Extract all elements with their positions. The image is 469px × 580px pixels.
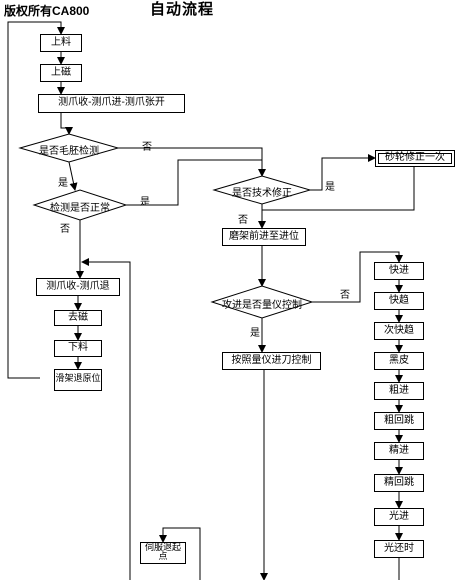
box-unload-material: 下料 [54, 340, 102, 357]
decision-check-normal-text: 检测是否正常 [50, 203, 110, 214]
conn-check-yes [125, 159, 262, 206]
decision-rough-check [18, 133, 120, 163]
step-box-10: 光还时 [374, 540, 424, 558]
conn-tech-yes [308, 154, 376, 191]
label-gauge-yes: 是 [250, 328, 260, 339]
box-gauge-retract-back: 测爪收-测爪退 [36, 278, 120, 296]
decision-tech-correction [212, 175, 312, 205]
decision-gauge-control-text: 攻进是否量仪控制 [222, 300, 302, 311]
conn-gauge-to-rough [60, 113, 73, 135]
copyright-text: 版权所有CA800 [4, 4, 90, 18]
decision-gauge-control [210, 285, 314, 319]
box-gauge-feed-control: 按照量仪进刀控制 [222, 352, 321, 370]
label-rough-no: 否 [142, 142, 152, 153]
box-servo-return: 伺服退起点 [140, 542, 186, 564]
label-tech-no: 否 [238, 215, 248, 226]
box-demagnetize: 去磁 [54, 310, 102, 326]
conn-rough-yes [68, 161, 78, 191]
label-check-yes: 是 [140, 197, 150, 208]
box-load-material: 上料 [40, 34, 82, 52]
label-check-no: 否 [60, 224, 70, 235]
conn-servo-inner [159, 527, 201, 580]
diagram-title: 自动流程 [150, 0, 215, 18]
box-load-magnet: 上磁 [40, 64, 82, 82]
step-box-5: 粗进 [374, 382, 424, 400]
box-gauge-sequence: 测爪收-测爪进-测爪张开 [38, 94, 185, 113]
step-box-4: 黑皮 [374, 352, 424, 370]
step-box-1: 快进 [374, 262, 424, 280]
decision-tech-correction-text: 是否技术修正 [232, 188, 292, 199]
step-box-8: 精回跳 [374, 474, 424, 492]
step-box-7: 精进 [374, 442, 424, 460]
conn-decision-no [312, 251, 403, 303]
box-slide-return: 滑架退原位 [54, 369, 102, 391]
box-wheel-correction: 砂轮修正一次 [375, 150, 455, 167]
conn-servo-loop [81, 258, 131, 580]
decision-check-normal [32, 189, 128, 221]
conn-rough-no [118, 147, 266, 177]
step-box-9: 光进 [374, 508, 424, 526]
step-box-2: 快趋 [374, 292, 424, 310]
box-frame-advance: 磨架前进至进位 [222, 228, 306, 246]
label-gauge-no: 否 [340, 290, 350, 301]
step-box-3: 次快趋 [374, 322, 424, 340]
decision-rough-check-text: 是否毛胚检测 [39, 146, 99, 157]
step-box-6: 粗回跳 [374, 412, 424, 430]
label-tech-yes: 是 [325, 182, 335, 193]
loop-back-line [7, 21, 65, 379]
conn-wheel-back [262, 166, 415, 211]
label-rough-yes: 是 [58, 178, 68, 189]
